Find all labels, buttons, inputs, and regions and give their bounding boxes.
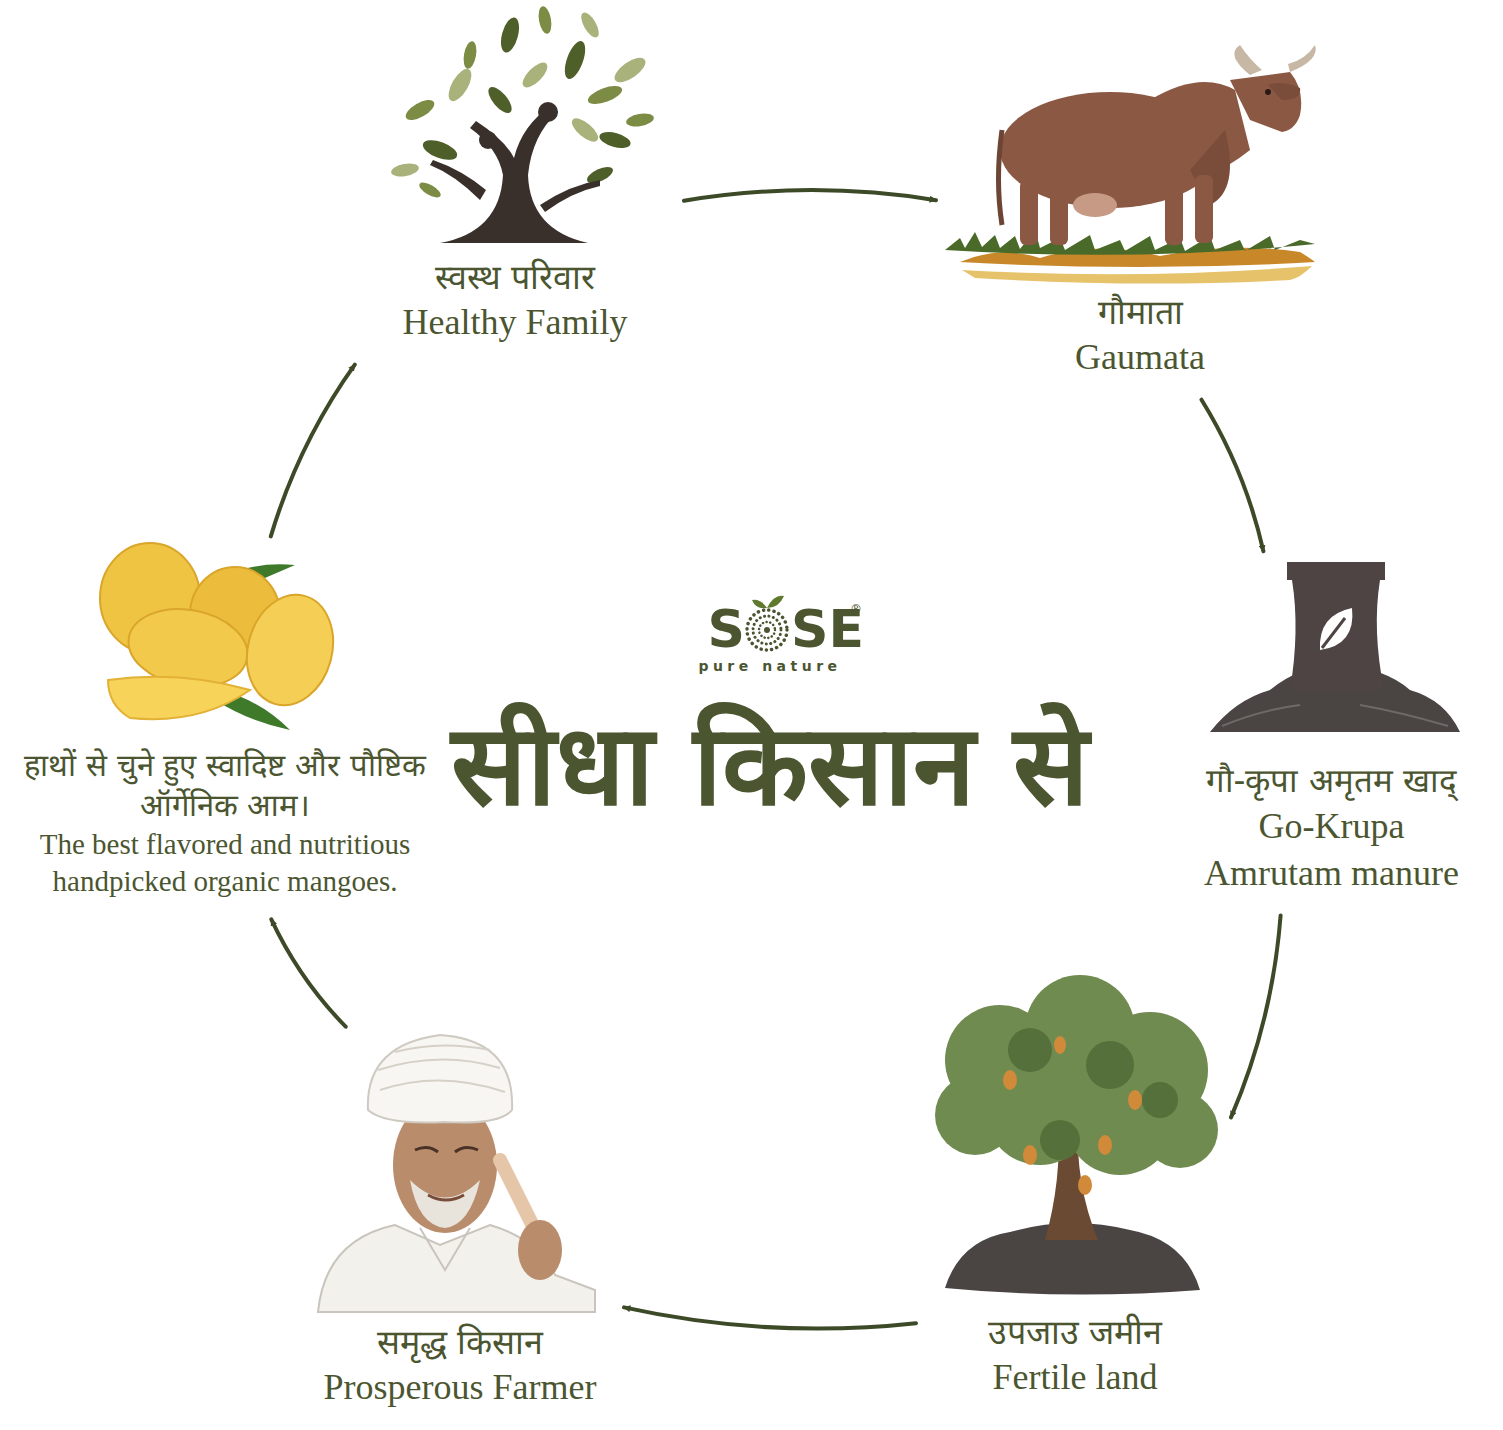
cow-illustration bbox=[945, 45, 1316, 284]
manure-bag-icon bbox=[1210, 562, 1460, 732]
stage-hindi-label: हाथों से चुने हुए स्वादिष्ट और पौष्टिक ऑ… bbox=[5, 745, 445, 826]
logo-letter: S bbox=[708, 603, 745, 655]
farmer-illustration bbox=[318, 1035, 595, 1312]
cycle-arrow bbox=[271, 365, 355, 537]
cycle-stage: गौ-कृपा अमृतम खाद्Go-Krupa Amrutam manur… bbox=[1165, 555, 1498, 911]
registered-mark: ® bbox=[850, 603, 862, 615]
cycle-stage: गौमाताGaumata bbox=[940, 40, 1340, 396]
stage-english-label: Prosperous Farmer bbox=[300, 1364, 620, 1411]
mango-tree-illustration bbox=[935, 975, 1218, 1295]
cycle-arrow bbox=[271, 919, 345, 1026]
stage-hindi-label: स्वस्थ परिवार bbox=[350, 255, 680, 299]
diagram-title: सीधा किसान से bbox=[451, 698, 1090, 832]
sose-logo-mark bbox=[747, 596, 787, 650]
stage-english-label: Fertile land bbox=[920, 1354, 1230, 1401]
cycle-arrow bbox=[1231, 915, 1281, 1117]
stage-hindi-label: उपजाउ जमीन bbox=[920, 1310, 1230, 1354]
cycle-arrow bbox=[624, 1307, 916, 1328]
stage-hindi-label: गौमाता bbox=[940, 290, 1340, 334]
stage-hindi-label: गौ-कृपा अमृतम खाद् bbox=[1167, 760, 1497, 803]
family-tree-icon bbox=[390, 5, 655, 243]
cycle-arrow bbox=[684, 190, 936, 201]
cycle-stage: स्वस्थ परिवारHealthy Family bbox=[350, 5, 680, 361]
cycle-stage: समृद्ध किसानProsperous Farmer bbox=[300, 1030, 620, 1426]
stage-english-label: Healthy Family bbox=[350, 299, 680, 346]
stage-english-label: The best flavored and nutritious handpic… bbox=[5, 826, 445, 901]
cycle-stage: हाथों से चुने हुए स्वादिष्ट और पौष्टिक ऑ… bbox=[5, 540, 445, 916]
cycle-arrow bbox=[1202, 400, 1264, 552]
stage-english-label: Go-Krupa Amrutam manure bbox=[1192, 803, 1472, 897]
logo-tagline: pure nature bbox=[698, 659, 841, 673]
stage-hindi-label: समृद्ध किसान bbox=[300, 1320, 620, 1364]
mangoes-illustration bbox=[100, 543, 345, 730]
cycle-stage: उपजाउ जमीनFertile land bbox=[920, 995, 1230, 1416]
stage-english-label: Gaumata bbox=[940, 334, 1340, 381]
